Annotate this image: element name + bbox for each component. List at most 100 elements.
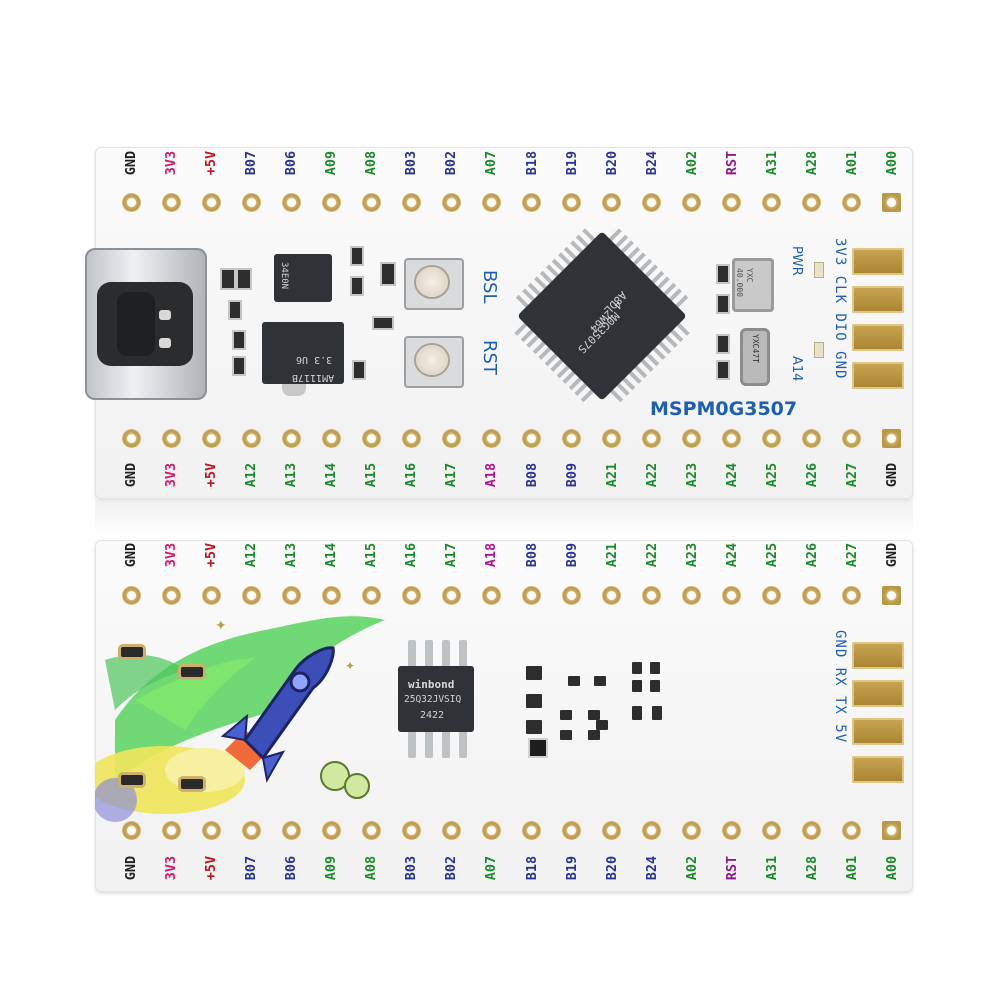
pin-pad xyxy=(642,820,662,840)
usb-c-port-opening xyxy=(97,282,193,366)
pin-pad xyxy=(121,428,141,448)
usb-c-connector xyxy=(85,248,207,400)
pin-pad xyxy=(562,428,582,448)
smd-pad xyxy=(632,680,642,692)
swd-pad-clk xyxy=(852,286,904,313)
pin-label-b07: B07 xyxy=(243,150,260,176)
pin-label-b06: B06 xyxy=(283,855,300,881)
smd-pad xyxy=(632,662,642,674)
pin-label-a17: A17 xyxy=(443,462,460,488)
pin-pad xyxy=(882,428,902,448)
smd-pad xyxy=(560,730,572,740)
pin-label-a31: A31 xyxy=(763,150,780,176)
smd-pad xyxy=(588,730,600,740)
pin-label-rst: RST xyxy=(723,855,740,881)
pin-label-b18: B18 xyxy=(523,150,540,176)
smd-pad xyxy=(652,706,662,720)
pin-pad xyxy=(602,585,622,605)
rst-button[interactable] xyxy=(404,336,464,388)
pin-pad xyxy=(321,820,341,840)
pin-pad xyxy=(361,428,381,448)
pin-pad xyxy=(121,192,141,212)
pin-label-a00: A00 xyxy=(883,150,900,176)
flash-pin xyxy=(425,640,433,668)
resistor xyxy=(350,246,364,266)
pin-pad xyxy=(842,428,862,448)
pin-label-b03: B03 xyxy=(403,150,420,176)
pin-label-b08: B08 xyxy=(523,542,540,568)
pin-label-a26: A26 xyxy=(803,542,820,568)
pin-pad xyxy=(802,820,822,840)
pin-label-a07: A07 xyxy=(483,150,500,176)
swd-pad-3v3 xyxy=(852,248,904,275)
pin-label-b24: B24 xyxy=(643,855,660,881)
pin-pad xyxy=(241,192,261,212)
pin-label-a22: A22 xyxy=(643,542,660,568)
pin-pad xyxy=(481,820,501,840)
pin-pad xyxy=(842,192,862,212)
pin-label-a18: A18 xyxy=(483,542,500,568)
pin-label-b09: B09 xyxy=(563,462,580,488)
pin-label-a24: A24 xyxy=(723,542,740,568)
pin-pad xyxy=(441,428,461,448)
uart-label: GND RX TX 5V xyxy=(832,630,848,744)
pin-pad xyxy=(642,428,662,448)
pin-pad xyxy=(361,192,381,212)
pin-pad xyxy=(201,585,221,605)
pin-pad xyxy=(762,192,782,212)
pin-label-gnd: GND xyxy=(883,462,900,488)
pin-label-b03: B03 xyxy=(403,855,420,881)
pin-label-a17: A17 xyxy=(443,542,460,568)
pin-pad xyxy=(441,192,461,212)
ldo-marking-2: 3.3 U6 xyxy=(296,354,333,365)
pin-pad xyxy=(241,820,261,840)
capacitor xyxy=(716,264,730,284)
smd-pad xyxy=(650,680,660,692)
resistor xyxy=(380,262,396,286)
flash-pin xyxy=(459,640,467,668)
pin-pad xyxy=(562,192,582,212)
pin-label-a28: A28 xyxy=(803,855,820,881)
pin-label-3v3: 3V3 xyxy=(163,462,180,488)
pin-pad xyxy=(522,585,541,605)
pin-pad xyxy=(201,192,221,212)
pin-label-b19: B19 xyxy=(563,150,580,176)
pin-label-rst: RST xyxy=(723,150,740,176)
pin-label-b08: B08 xyxy=(523,462,540,488)
pin-label-a23: A23 xyxy=(683,542,700,568)
pin-pad xyxy=(241,428,261,448)
pin-label-gnd: GND xyxy=(123,855,139,881)
capacitor xyxy=(232,330,246,350)
pin-pad xyxy=(762,820,782,840)
ldo-marking-1: AM1117B xyxy=(292,372,335,383)
pin-label-a21: A21 xyxy=(603,462,620,488)
pin-label-gnd: GND xyxy=(123,150,139,176)
reflection xyxy=(95,500,913,538)
pin-label-a09: A09 xyxy=(323,855,340,881)
pin-pad xyxy=(642,192,662,212)
pin-label-a23: A23 xyxy=(683,462,700,488)
pin-label-5v: +5V xyxy=(203,150,220,176)
smd-pad xyxy=(526,694,542,708)
uart-pad-gnd xyxy=(852,642,904,669)
pin-pad xyxy=(602,820,622,840)
crystal-32k: YXC47T xyxy=(740,328,770,386)
capacitor xyxy=(236,268,252,290)
pin-pad xyxy=(882,820,902,840)
pin-label-gnd: GND xyxy=(883,542,900,568)
pin-pad xyxy=(842,585,862,605)
mcu-chip: M0G3507S 4 2W64 A8DL xyxy=(514,228,690,402)
bsl-button[interactable] xyxy=(404,258,464,310)
pin-pad xyxy=(361,820,381,840)
pin-pad xyxy=(161,428,181,448)
pin-pad xyxy=(802,585,822,605)
capacitor xyxy=(232,356,246,376)
pin-pad xyxy=(522,820,541,840)
smd-pad xyxy=(588,710,600,720)
pin-label-a08: A08 xyxy=(363,150,380,176)
pin-pad xyxy=(201,428,221,448)
pin-pad xyxy=(602,428,622,448)
flash-pin xyxy=(408,730,416,758)
a14-label: A14 xyxy=(789,356,804,382)
